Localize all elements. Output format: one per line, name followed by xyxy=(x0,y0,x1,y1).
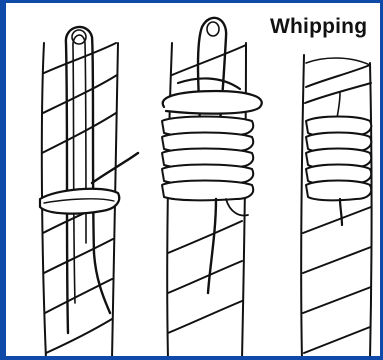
diagram-title: Whipping xyxy=(268,15,369,39)
rope-stage-1 xyxy=(40,27,138,359)
rope-stage-3 xyxy=(301,55,371,359)
rope-stage-2 xyxy=(162,18,262,359)
whipping-illustration xyxy=(6,3,383,360)
